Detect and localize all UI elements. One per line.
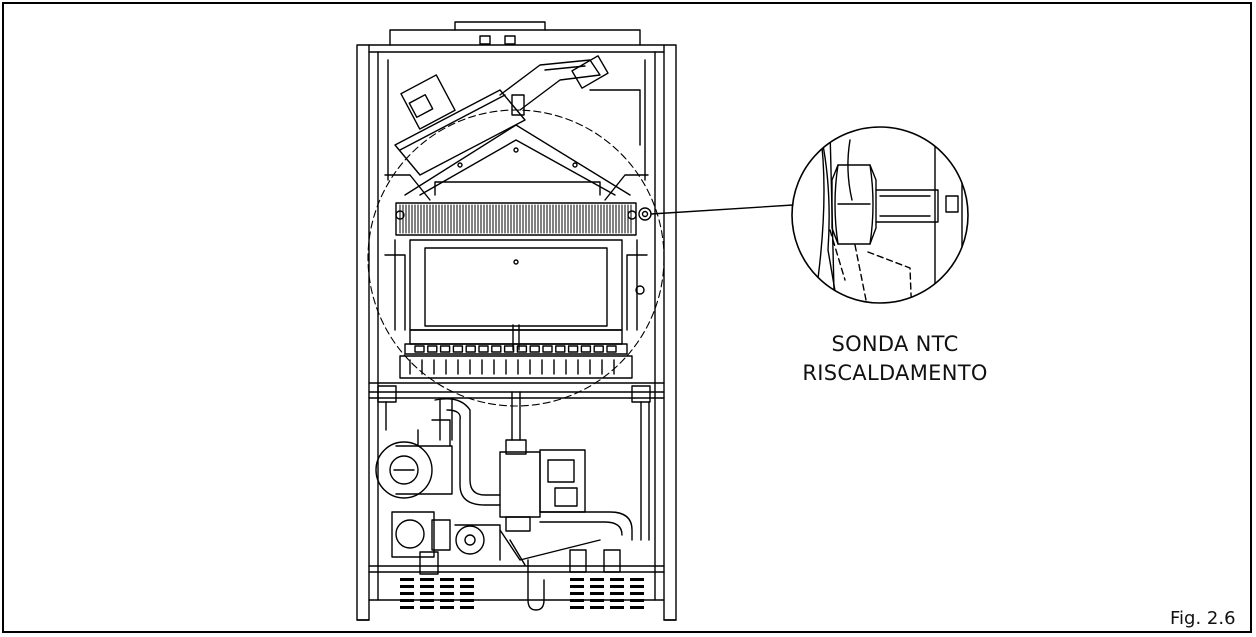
- callout-line-2: RISCALDAMENTO: [802, 361, 988, 385]
- callout-line-1: SONDA NTC: [831, 332, 959, 356]
- fan-assembly: [394, 55, 641, 176]
- gas-valve: [391, 511, 435, 558]
- combustion-chamber: [384, 239, 648, 331]
- hydraulic-group: [375, 385, 651, 611]
- ntc-probe-detail: [791, 126, 969, 304]
- boiler-body: [356, 21, 677, 621]
- combustion-roof: [384, 124, 649, 201]
- pump: [375, 441, 433, 499]
- figure-label: Fig. 2.6: [1170, 608, 1236, 629]
- burner-highlight: [367, 109, 665, 407]
- callout-leader: [650, 204, 794, 215]
- burner-manifold: [399, 324, 633, 379]
- heat-exchanger: [395, 202, 652, 236]
- ntc-probe-label: SONDA NTC RISCALDAMENTO: [780, 330, 1010, 388]
